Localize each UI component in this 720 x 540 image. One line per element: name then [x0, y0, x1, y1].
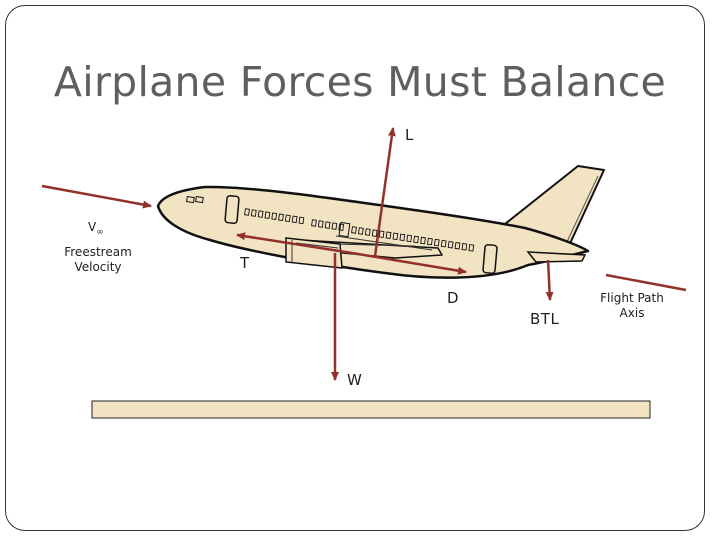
flight-path-line2: Axis — [619, 306, 645, 320]
drag-label: D — [447, 289, 460, 307]
window — [331, 222, 338, 230]
window — [420, 236, 426, 245]
window — [357, 227, 364, 235]
front-door — [224, 195, 240, 224]
window — [351, 226, 357, 234]
window — [250, 209, 257, 217]
flight-path-axis-label: Flight Path Axis — [592, 291, 672, 321]
ground-strip — [91, 400, 651, 419]
window — [426, 237, 433, 246]
window — [271, 212, 278, 220]
window — [257, 210, 264, 218]
thrust-label: T — [240, 254, 250, 272]
lift-label: L — [405, 126, 414, 144]
window — [298, 216, 305, 225]
v-infinity-label: V∞ — [88, 220, 104, 240]
window — [399, 233, 406, 242]
window — [461, 243, 468, 251]
window — [284, 214, 291, 223]
window — [392, 232, 399, 241]
window — [324, 221, 331, 229]
btl-label: BTL — [530, 310, 560, 328]
thrust-arrow — [236, 232, 353, 255]
drag-arrow — [351, 251, 467, 275]
window — [338, 223, 345, 231]
freestream-line1: Freestream — [64, 245, 132, 259]
window — [454, 241, 461, 250]
window — [317, 220, 324, 228]
window — [371, 229, 378, 237]
freestream-velocity-label: Freestream Velocity — [58, 245, 138, 275]
horizontal-stabilizer — [526, 251, 587, 263]
v-symbol: V — [88, 220, 97, 234]
airplane — [156, 165, 605, 279]
window — [278, 213, 284, 222]
freestream-line2: Velocity — [74, 260, 122, 274]
window — [378, 230, 385, 238]
btl-arrow — [545, 259, 554, 301]
window — [291, 215, 298, 224]
window — [433, 238, 440, 247]
weight-label: W — [347, 371, 363, 389]
window — [244, 208, 250, 216]
window — [311, 219, 317, 227]
window — [264, 211, 271, 219]
page-title: Airplane Forces Must Balance — [53, 58, 667, 106]
window — [406, 234, 413, 243]
window — [440, 239, 447, 248]
window — [413, 235, 420, 244]
passenger-windows — [244, 208, 475, 252]
window — [468, 244, 475, 252]
v-subscript: ∞ — [96, 227, 104, 238]
rear-door — [482, 244, 498, 274]
window — [447, 240, 454, 249]
window — [385, 231, 392, 240]
lift-arrow — [373, 127, 396, 257]
freestream-velocity-arrow — [41, 184, 152, 209]
flight-path-axis-line — [605, 273, 687, 292]
window — [364, 228, 371, 236]
flight-path-line1: Flight Path — [600, 291, 664, 305]
